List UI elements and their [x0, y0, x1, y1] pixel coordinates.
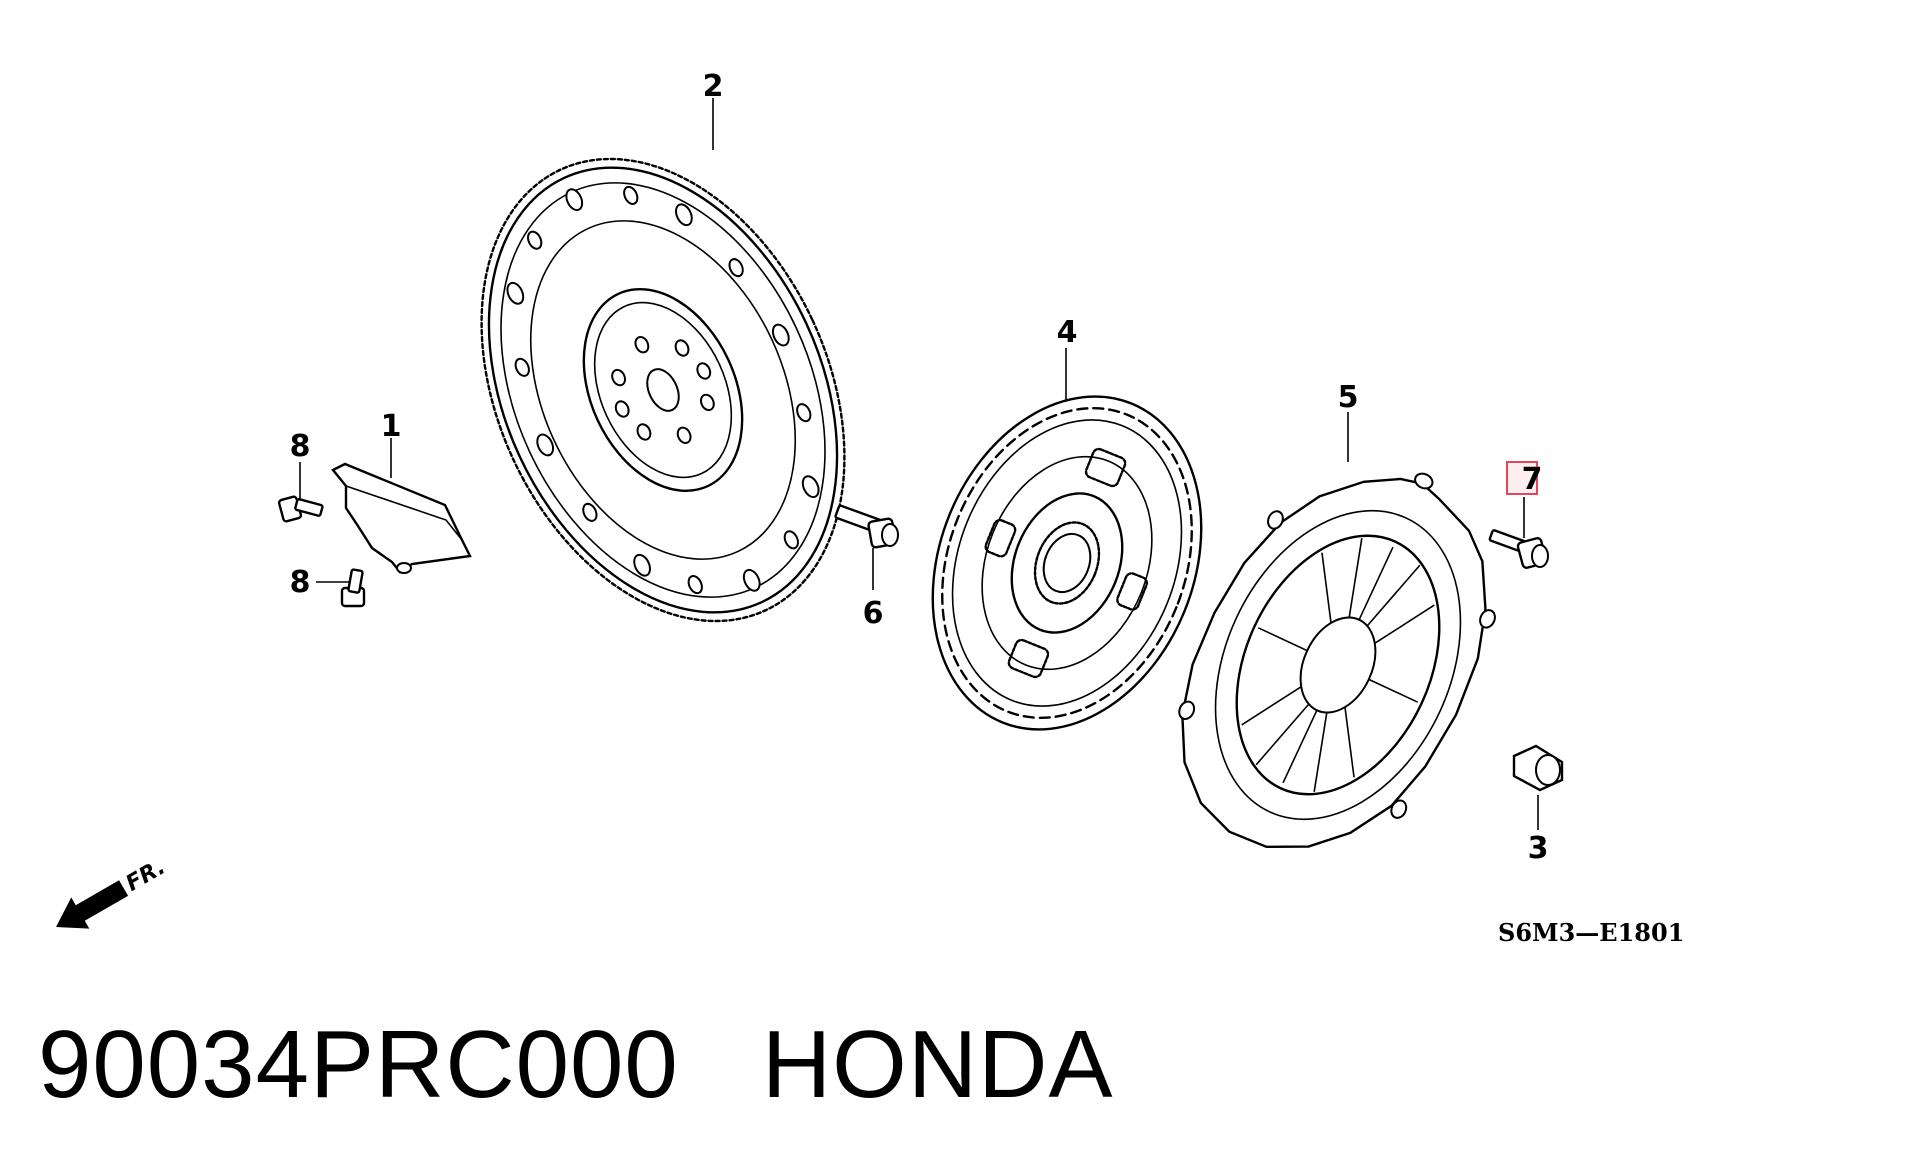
bolt-part-6[interactable]: [834, 504, 899, 549]
callout-4[interactable]: 4: [1057, 315, 1078, 350]
callout-8-upper[interactable]: 8: [290, 429, 311, 464]
callout-1[interactable]: 1: [381, 409, 402, 444]
part-number: 90034PRC000: [38, 1011, 679, 1118]
callout-5[interactable]: 5: [1338, 380, 1359, 415]
clutch-disc-part-4[interactable]: [885, 356, 1249, 770]
bushing-part-3[interactable]: [1512, 744, 1564, 792]
pressure-plate-part-5[interactable]: [1133, 418, 1542, 898]
callout-3[interactable]: 3: [1528, 831, 1549, 866]
callout-7-highlight-box: [1506, 461, 1538, 495]
direction-label: FR.: [122, 855, 170, 897]
bolt-part-8-lower[interactable]: [340, 568, 366, 608]
bolt-part-7[interactable]: [1488, 529, 1549, 569]
plate-part-1[interactable]: [331, 462, 472, 574]
front-direction-arrow-icon: FR.: [56, 855, 170, 929]
footer-caption: 90034PRC000 HONDA: [38, 1010, 1114, 1120]
callout-2[interactable]: 2: [703, 69, 724, 104]
flywheel-part-2[interactable]: [411, 100, 915, 680]
bolt-part-8-upper[interactable]: [277, 495, 324, 523]
callout-7[interactable]: 7: [1522, 462, 1543, 497]
callout-6[interactable]: 6: [863, 596, 884, 631]
brand-name: HONDA: [761, 1011, 1114, 1118]
diagram-code: S6M3—E1801: [1498, 918, 1684, 947]
callout-8-lower[interactable]: 8: [290, 565, 311, 600]
